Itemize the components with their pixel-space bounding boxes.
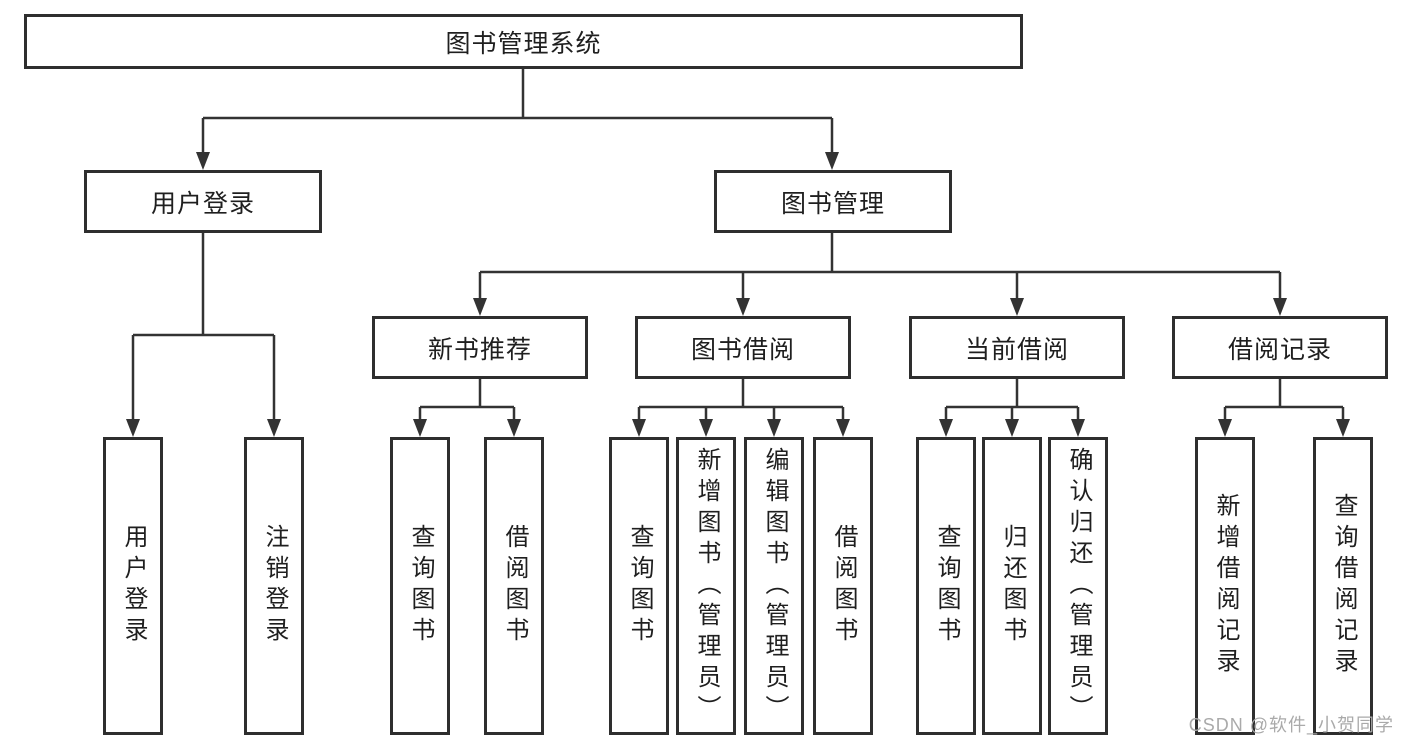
node-cb-confirm-return: 确认归还（管理员） [1048,437,1108,735]
connector-current-borrow-to-leaves [939,379,1085,437]
node-label: 归还图书 [999,524,1026,648]
node-bb-borrow-book: 借阅图书 [813,437,873,735]
node-label: 注销登录 [261,524,288,648]
node-book-management: 图书管理 [714,170,952,233]
connector-new-book-recommend-to-leaves [413,379,521,437]
connector-root-to-level2 [196,69,839,170]
node-label: 新增借阅记录 [1212,493,1239,679]
node-cb-return-book: 归还图书 [982,437,1042,735]
connector-borrow-record-to-leaves [1218,379,1350,437]
node-bb-query-book: 查询图书 [609,437,669,735]
node-label: 查询图书 [626,524,653,648]
node-current-borrow: 当前借阅 [909,316,1125,379]
node-user-login: 用户登录 [84,170,322,233]
node-label: 确认归还（管理员） [1065,446,1092,726]
node-rec-borrow-book: 借阅图书 [484,437,544,735]
node-label: 新增图书（管理员） [693,446,720,726]
connector-book-borrow-to-leaves [632,379,850,437]
node-label: 借阅图书 [830,524,857,648]
node-book-borrow: 图书借阅 [635,316,851,379]
node-label: 查询借阅记录 [1330,493,1357,679]
node-cb-query-book: 查询图书 [916,437,976,735]
node-br-add-record: 新增借阅记录 [1195,437,1255,735]
connector-user-login-to-leaves [126,233,281,437]
connector-book-management-to-level3 [473,233,1287,316]
node-leaf-logout: 注销登录 [244,437,304,735]
node-rec-query-book: 查询图书 [390,437,450,735]
node-label: 借阅图书 [501,524,528,648]
node-borrow-record: 借阅记录 [1172,316,1388,379]
csdn-watermark: CSDN @软件_小贺同学 [1188,715,1394,735]
node-root: 图书管理系统 [24,14,1023,69]
node-new-book-recommend: 新书推荐 [372,316,588,379]
node-label: 查询图书 [933,524,960,648]
node-bb-edit-book: 编辑图书（管理员） [744,437,804,735]
node-label: 编辑图书（管理员） [761,446,788,726]
node-label: 用户登录 [120,524,147,648]
node-br-query-record: 查询借阅记录 [1313,437,1373,735]
node-label: 查询图书 [407,524,434,648]
node-leaf-user-login: 用户登录 [103,437,163,735]
node-bb-add-book: 新增图书（管理员） [676,437,736,735]
